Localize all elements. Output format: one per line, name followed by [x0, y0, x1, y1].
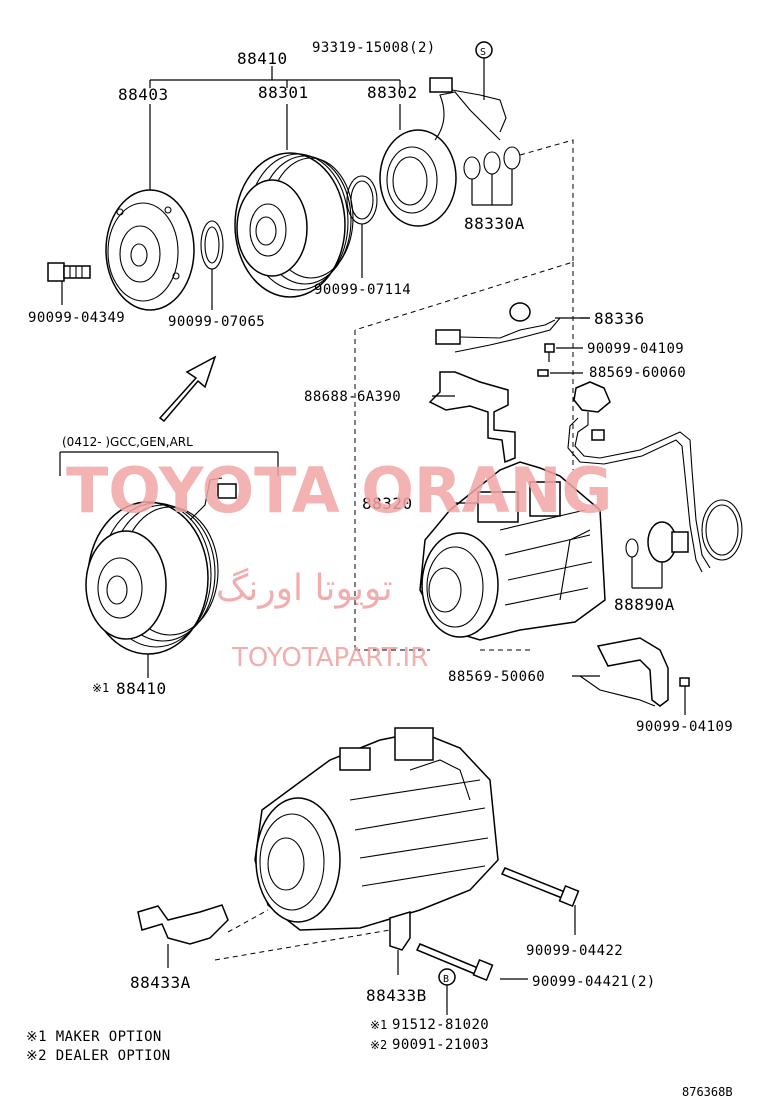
screw-90099-04109-top	[544, 343, 583, 362]
bolt-90099-04422	[500, 867, 580, 935]
label-88410-bottom: 88410	[116, 679, 167, 698]
watermark-main: TOYOTA ORANG	[66, 454, 612, 527]
washers-88330A	[463, 146, 521, 206]
label-applicability: (0412- )GCC,GEN,ARL	[62, 435, 193, 449]
label-88336: 88336	[594, 309, 645, 328]
label-88433B: 88433B	[366, 986, 427, 1005]
label-b-marker: B	[443, 974, 449, 985]
label-s-marker: S	[480, 47, 486, 58]
legend-dealer-option: ※2 DEALER OPTION	[26, 1048, 171, 1064]
compressor-assembly	[254, 727, 499, 931]
clutch-assembly-88410	[85, 477, 237, 678]
shim-90099-07065	[200, 220, 224, 310]
diagram-code: 876368B	[682, 1085, 733, 1099]
label-88403: 88403	[118, 85, 169, 104]
watermark-persian: تویوتا اورنگ	[216, 567, 393, 609]
label-88302: 88302	[367, 83, 418, 102]
bracket-88433A	[137, 904, 229, 968]
label-88433A: 88433A	[130, 973, 191, 992]
label-90099-04109-top: 90099-04109	[587, 341, 684, 357]
label-88330A: 88330A	[464, 214, 525, 233]
label-ref2-mark: ※2	[370, 1038, 387, 1052]
valve-88890A	[625, 499, 743, 589]
label-90099-07065: 90099-07065	[168, 314, 265, 330]
label-ref1-mark: ※1	[370, 1018, 387, 1032]
watermark-site: TOYOTAPART.IR	[231, 643, 428, 673]
pulley-88301	[234, 104, 354, 298]
bracket-88688	[428, 371, 516, 464]
label-88320: 88320	[362, 494, 413, 513]
harness-88336	[435, 302, 590, 353]
bolt-90099-04421	[415, 943, 528, 982]
bracket-88433B	[389, 910, 411, 975]
legend-maker-option: ※1 MAKER OPTION	[26, 1029, 162, 1045]
clamp-88569-60060	[537, 369, 583, 377]
label-note1-mark: ※1	[92, 681, 109, 695]
compressor-88320	[419, 461, 606, 641]
snap-ring-90099-07114	[346, 175, 378, 278]
label-93319-15008: 93319-15008(2)	[312, 40, 436, 56]
bracket-88569-50060	[572, 637, 669, 707]
direction-arrow	[158, 355, 217, 423]
label-90099-04421: 90099-04421(2)	[532, 974, 656, 990]
label-90091-21003: 90091-21003	[392, 1037, 489, 1053]
bolt-90099-04349	[47, 262, 91, 305]
label-90099-04109-bottom: 90099-04109	[636, 719, 733, 735]
switch-hose	[567, 381, 711, 573]
label-91512-81020: 91512-81020	[392, 1017, 489, 1033]
label-88569-50060: 88569-50060	[448, 669, 545, 685]
label-88890A: 88890A	[614, 595, 675, 614]
label-88301: 88301	[258, 83, 309, 102]
label-88410-top: 88410	[237, 49, 288, 68]
label-90099-04349: 90099-04349	[28, 310, 125, 326]
field-coil-88302	[379, 77, 507, 227]
label-88569-60060: 88569-60060	[589, 365, 686, 381]
screw-90099-04109-bottom	[679, 677, 690, 715]
label-90099-07114: 90099-07114	[314, 282, 411, 298]
label-88688-6A390: 88688-6A390	[304, 389, 401, 405]
label-90099-04422: 90099-04422	[526, 943, 623, 959]
clutch-hub-88403	[105, 104, 195, 311]
